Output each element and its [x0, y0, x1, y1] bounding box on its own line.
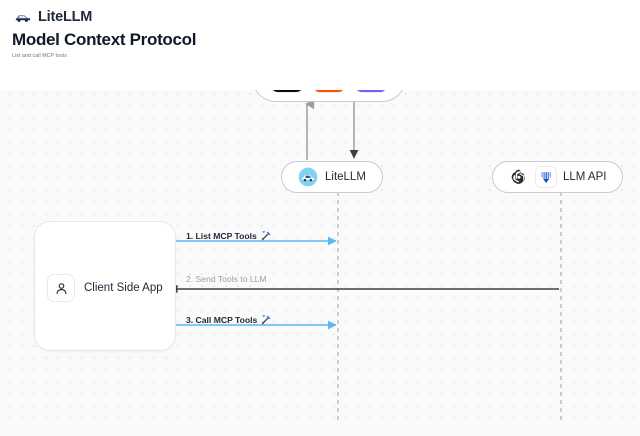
edge-1-text: 1. List MCP Tools: [186, 230, 257, 241]
node-llm-api[interactable]: LLM API: [492, 161, 624, 193]
page-subtitle: List and call MCP tools: [12, 53, 67, 59]
vertex-ai-icon: [536, 167, 556, 187]
canvas-bottom-mask: [0, 424, 640, 436]
client-side-app-row: Client Side App: [47, 274, 163, 302]
edge-2-text: 2. Send Tools to LLM: [186, 274, 267, 284]
app-header: LiteLLM Model Context Protocol List and …: [0, 0, 640, 90]
edge-label-call-mcp-tools: 3. Call MCP Tools: [186, 314, 272, 325]
openai-icon: [511, 169, 525, 184]
user-person-icon: [56, 282, 66, 294]
tools-icon: [261, 231, 271, 241]
node-llm-api-label: LLM API: [563, 171, 607, 183]
edge-label-list-mcp-tools: 1. List MCP Tools: [186, 230, 272, 241]
client-side-app-label: Client Side App: [84, 282, 163, 294]
brand[interactable]: LiteLLM: [14, 8, 92, 26]
node-litellm-label: LiteLLM: [325, 171, 366, 183]
edge-label-send-tools-to-llm: 2. Send Tools to LLM: [186, 274, 267, 284]
tools-icon: [262, 315, 271, 325]
litellm-car-logo: [15, 15, 31, 22]
client-side-app-card[interactable]: Client Side App: [34, 221, 176, 351]
brand-label: LiteLLM: [38, 9, 93, 25]
edge-3-text: 3. Call MCP Tools: [186, 314, 258, 325]
litellm-avatar-icon: [298, 167, 318, 187]
page-title: Model Context Protocol: [12, 30, 197, 49]
avatar: [47, 274, 75, 302]
node-litellm[interactable]: LiteLLM: [281, 161, 383, 193]
